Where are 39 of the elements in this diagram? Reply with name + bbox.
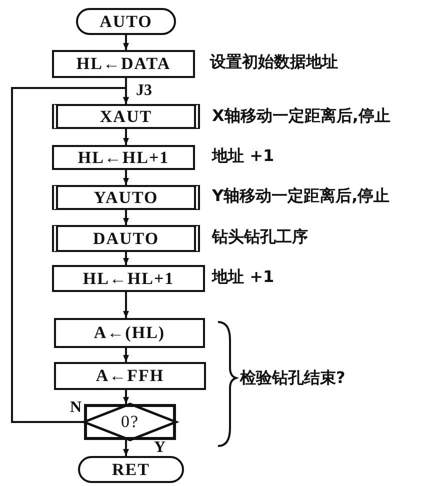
box-label: AUTO — [100, 12, 152, 32]
annotation-text: 钻头钻孔工序 — [212, 227, 308, 248]
box-label: A←FFH — [96, 366, 164, 386]
arrow — [123, 348, 129, 362]
arrow — [123, 210, 129, 225]
arrow — [123, 252, 129, 265]
annotation-text: X轴移动一定距离后,停止 — [212, 106, 390, 127]
annotation-text: 地址 +1 — [212, 146, 274, 167]
arrow — [123, 129, 129, 145]
arrow — [11, 87, 129, 423]
box-label: HL←HL+1 — [82, 268, 174, 288]
box-label: HL←HL+1 — [78, 148, 170, 168]
terminal-box — [78, 456, 184, 483]
arrow — [123, 35, 129, 50]
process-box — [52, 265, 205, 292]
box-label: DAUTO — [92, 228, 160, 248]
box-label: YAUTO — [94, 188, 158, 208]
annotation-text: Y轴移动一定距离后,停止 — [212, 186, 390, 207]
arrow — [123, 440, 129, 456]
box-label: RET — [112, 460, 150, 480]
annotation-text: 地址 +1 — [212, 267, 274, 288]
subroutine-box — [52, 225, 200, 252]
annotation-text: 检验钻孔结束? — [240, 368, 346, 389]
decision-label: 0? — [120, 412, 140, 432]
process-box — [52, 50, 195, 78]
subroutine-box — [52, 185, 200, 210]
arrow — [123, 170, 129, 185]
connector-label: J3 — [136, 82, 152, 100]
terminal-box — [76, 8, 176, 35]
annotation-text: 设置初始数据地址 — [210, 52, 338, 73]
process-box — [54, 362, 206, 390]
box-label: HL←DATA — [76, 54, 171, 74]
box-label: XAUT — [100, 106, 152, 126]
arrow — [123, 390, 129, 404]
arrow — [123, 292, 129, 318]
process-box — [54, 318, 205, 348]
subroutine-box — [52, 104, 200, 129]
box-label: A←(HL) — [94, 323, 166, 343]
process-box — [52, 145, 195, 170]
